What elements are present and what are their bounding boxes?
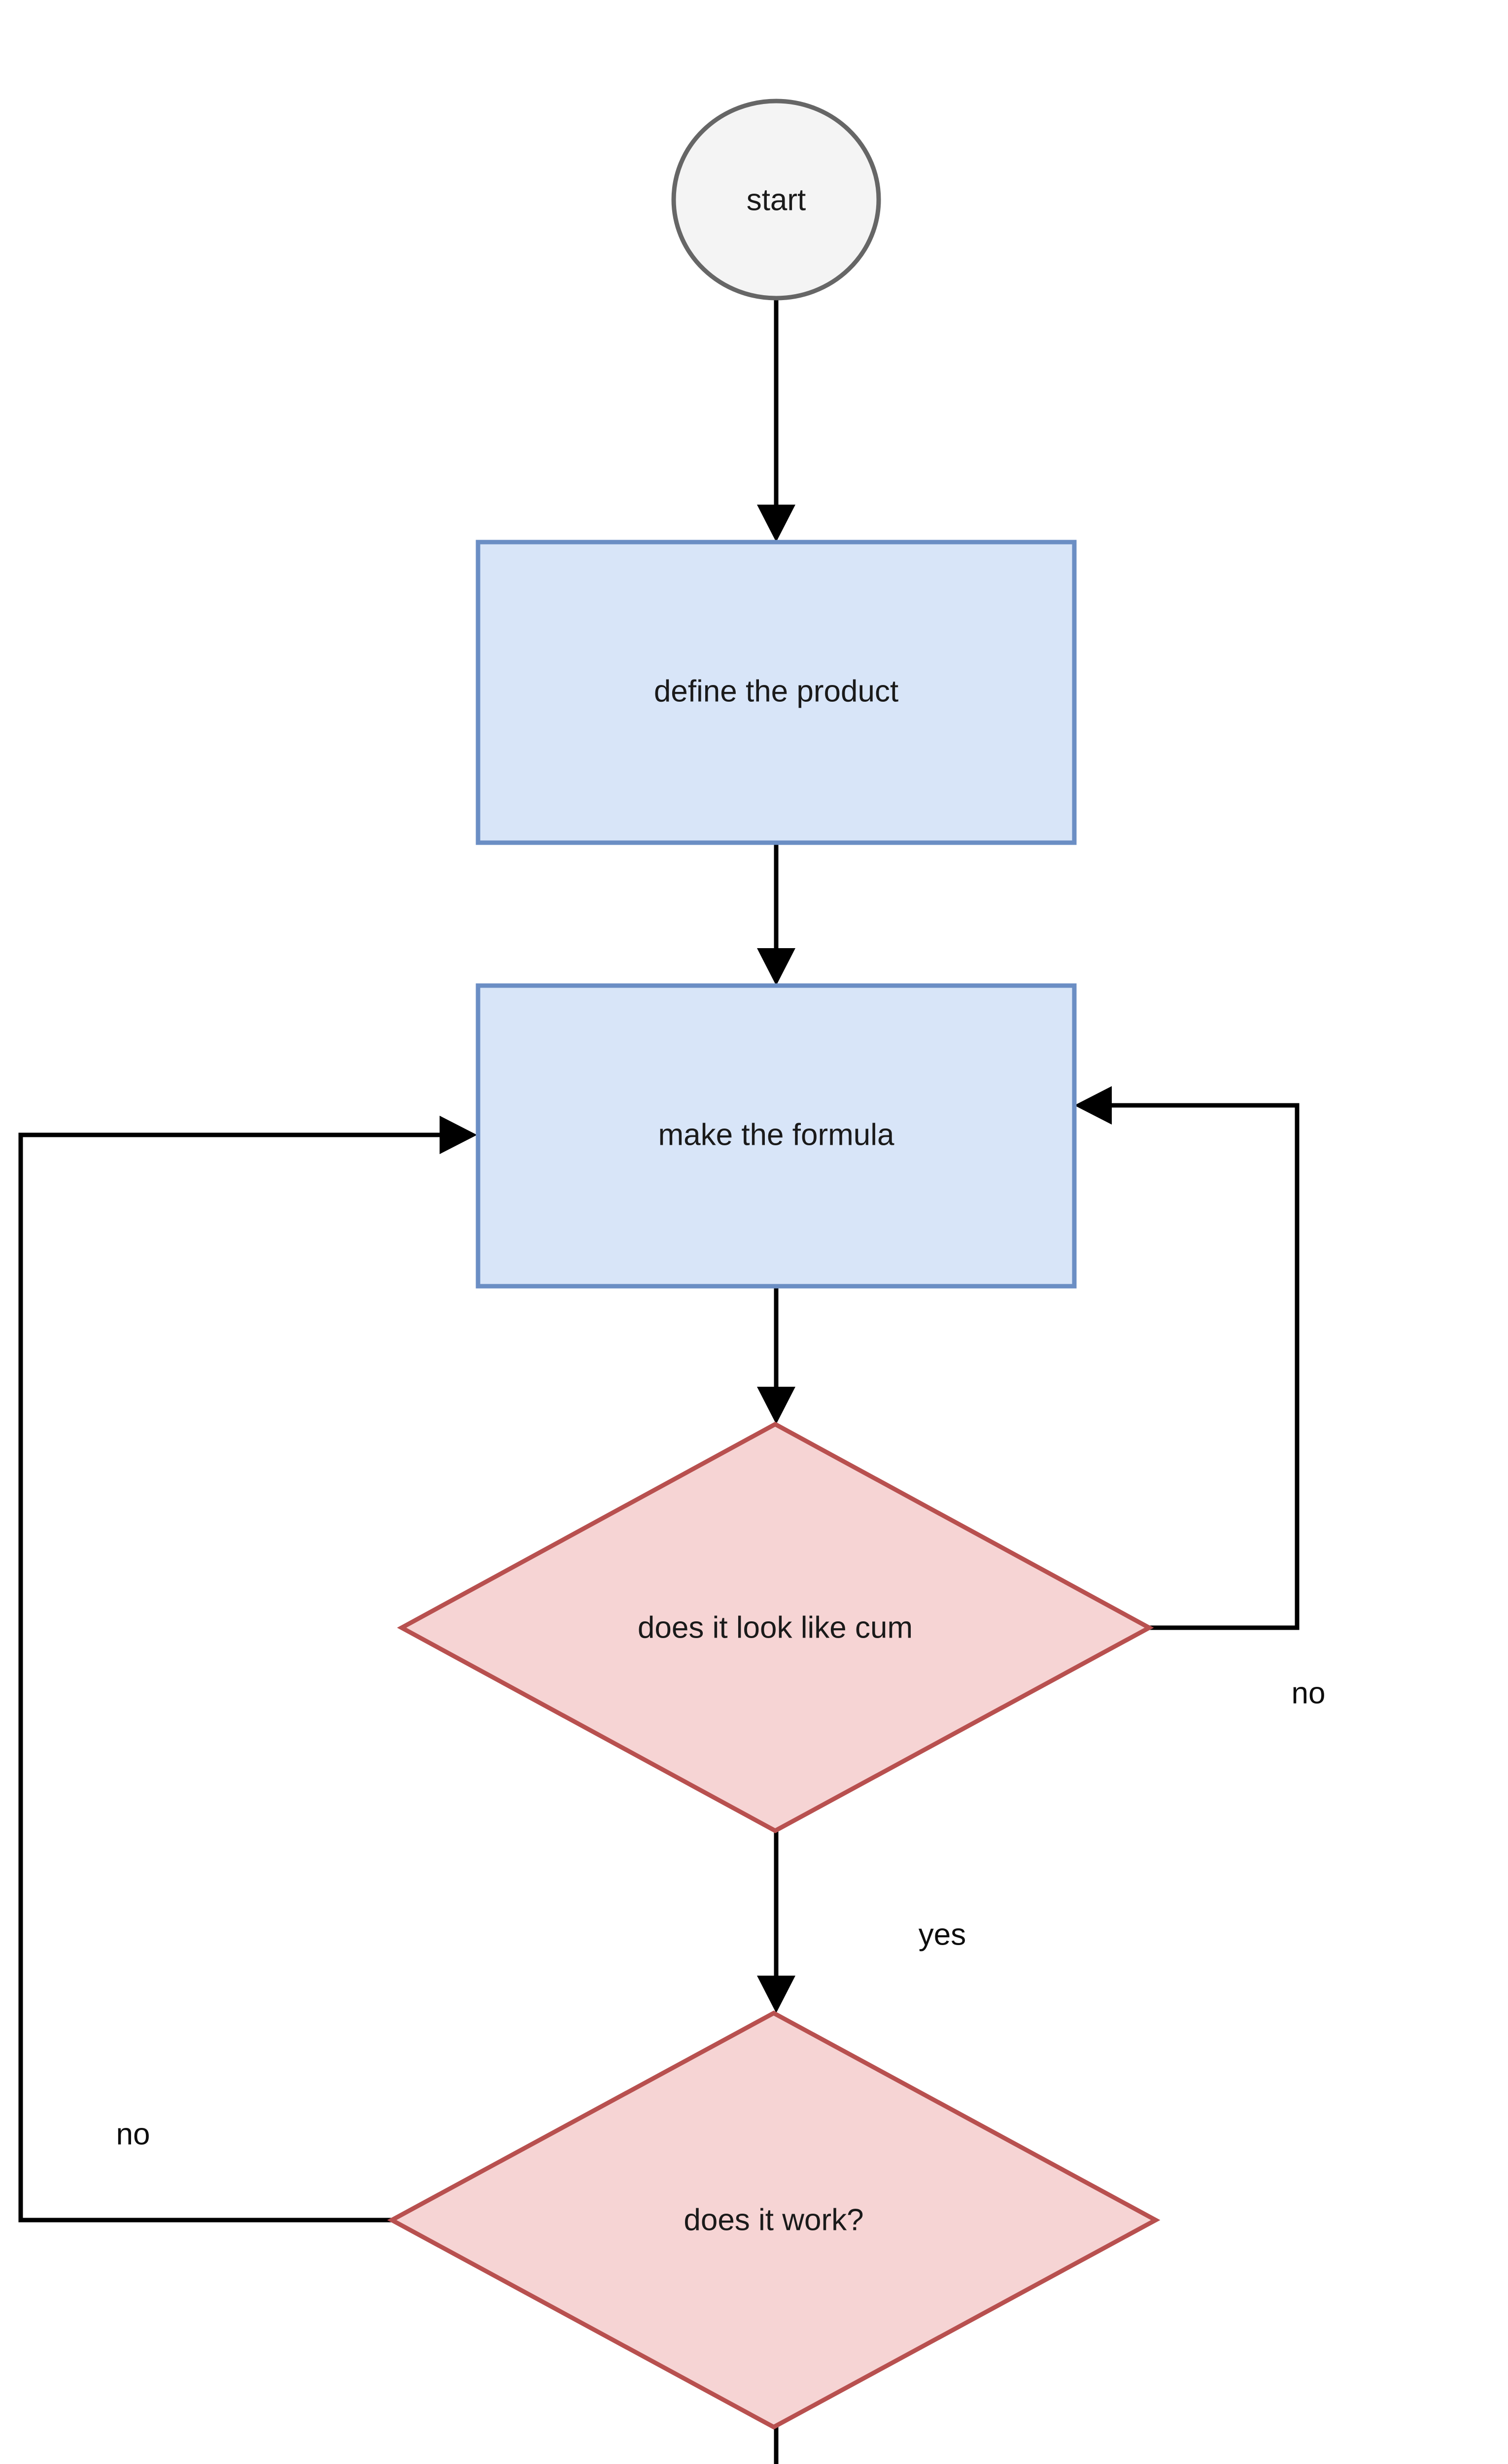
node-define-the-product[interactable]: define the product	[476, 540, 1077, 845]
edge-start-to-define	[757, 298, 795, 542]
edge-label-looks-no: no	[1292, 1676, 1326, 1710]
edge-label-looks-yes: yes	[919, 1917, 966, 1951]
node-decision-does-it-work[interactable]: does it work?	[387, 2010, 1161, 2430]
start-label: start	[747, 183, 806, 217]
define-product-label: define the product	[654, 674, 898, 708]
define-product-rect	[476, 540, 1077, 845]
node-start[interactable]: start	[671, 99, 881, 301]
edge-label-works-no: no	[116, 2117, 150, 2151]
edge-decision-works-yes-to-profit	[774, 2427, 779, 2464]
node-decision-looks-like[interactable]: does it look like cum	[397, 1421, 1154, 1834]
edge-decision-looks-yes-to-decision-works	[757, 1831, 795, 2013]
start-ellipse	[671, 99, 881, 301]
decision-works-diamond	[387, 2010, 1161, 2430]
decision-looks-diamond	[397, 1421, 1154, 1834]
decision-works-label: does it work?	[684, 2203, 863, 2237]
edge-define-to-formula	[757, 843, 795, 986]
make-formula-rect	[476, 983, 1077, 1289]
make-formula-label: make the formula	[658, 1118, 895, 1152]
edge-formula-to-decision-looks	[757, 1286, 795, 1424]
edge-decision-looks-no-to-formula	[1074, 1086, 1300, 1630]
edge-decision-works-no-to-formula	[18, 1116, 477, 2223]
node-make-the-formula[interactable]: make the formula	[476, 983, 1077, 1289]
decision-looks-label: does it look like cum	[638, 1610, 913, 1644]
